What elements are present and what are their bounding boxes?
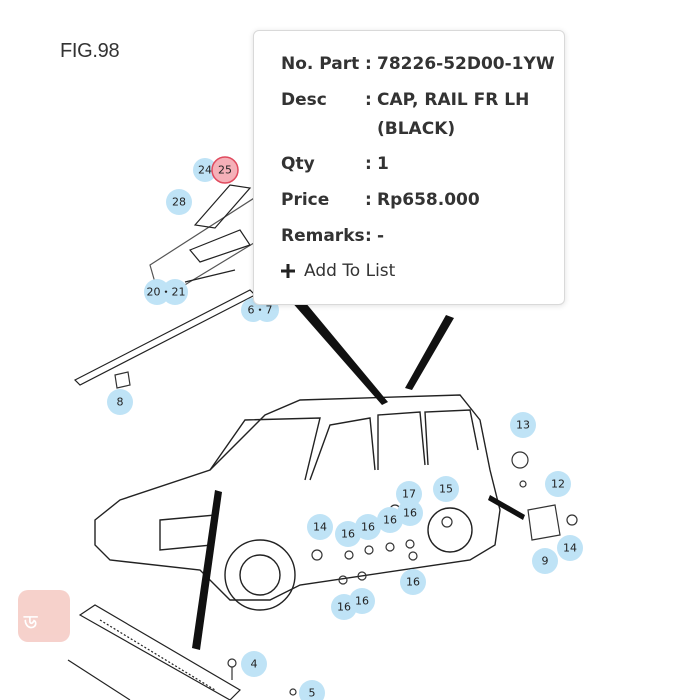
quantity-value: 1 [377, 154, 389, 174]
svg-text:25: 25 [218, 164, 232, 177]
separator: : [365, 90, 372, 110]
part-number-label: No. Part [281, 54, 360, 74]
car-body [94, 394, 501, 611]
svg-text:16: 16 [337, 601, 351, 614]
callout-20-21[interactable]: 20・21 [144, 279, 188, 305]
remarks-value: - [377, 226, 385, 246]
callout-24[interactable]: 24 [193, 158, 217, 182]
add-to-list-button[interactable]: Add To List [280, 261, 395, 281]
callout-15[interactable]: 15 [433, 476, 459, 502]
callout-12[interactable]: 12 [545, 471, 571, 497]
leader-lines [192, 296, 525, 650]
svg-text:16: 16 [341, 528, 355, 541]
separator: : [365, 154, 372, 174]
price-value: Rp658.000 [377, 190, 480, 210]
part-info-popup: No. Part : 78226-52D00-1YW Desc : CAP, R… [253, 30, 565, 305]
price-label: Price [281, 190, 330, 210]
small-parts [114, 371, 578, 696]
figure-title: FIG.98 [60, 40, 120, 62]
svg-text:16: 16 [383, 514, 397, 527]
callout-16[interactable]: 16 [349, 588, 375, 614]
svg-text:14: 14 [563, 542, 577, 555]
callout-28[interactable]: 28 [166, 189, 192, 215]
separator: : [365, 226, 372, 246]
remarks-label: Remarks [281, 226, 365, 246]
callout-25[interactable]: 25 [211, 156, 239, 184]
svg-text:16: 16 [355, 595, 369, 608]
cowl-panel [67, 604, 241, 700]
callout-16[interactable]: 16 [335, 521, 361, 547]
svg-text:16: 16 [403, 507, 417, 520]
svg-text:28: 28 [172, 196, 186, 209]
description-value: CAP, RAIL FR LH (BLACK) [377, 90, 530, 139]
callout-5[interactable]: 5 [299, 680, 325, 700]
plus-icon [281, 264, 295, 278]
description-label: Desc [281, 90, 327, 110]
svg-text:16: 16 [361, 521, 375, 534]
callout-8[interactable]: 8 [107, 389, 133, 415]
svg-text:15: 15 [439, 483, 453, 496]
quantity-label: Qty [281, 154, 315, 174]
part-number-value: 78226-52D00-1YW [377, 54, 555, 74]
app-badge-icon: ড [18, 590, 70, 642]
svg-text:14: 14 [313, 521, 327, 534]
svg-text:24: 24 [198, 164, 212, 177]
svg-text:16: 16 [406, 576, 420, 589]
svg-text:4: 4 [251, 658, 258, 671]
callout-14[interactable]: 14 [307, 514, 333, 540]
callout-9[interactable]: 9 [532, 548, 558, 574]
badge-glyph: ড [24, 612, 38, 633]
callout-13[interactable]: 13 [510, 412, 536, 438]
svg-text:20・21: 20・21 [147, 286, 186, 299]
svg-text:13: 13 [516, 419, 530, 432]
separator: : [365, 190, 372, 210]
add-to-list-label: Add To List [304, 261, 396, 281]
callout-16[interactable]: 16 [355, 514, 381, 540]
svg-text:17: 17 [402, 488, 416, 501]
svg-text:9: 9 [542, 555, 549, 568]
callout-4[interactable]: 4 [241, 651, 267, 677]
svg-text:8: 8 [117, 396, 124, 409]
svg-text:6・7: 6・7 [248, 304, 273, 317]
callout-17[interactable]: 17 [396, 481, 422, 507]
callout-14[interactable]: 14 [557, 535, 583, 561]
separator: : [365, 54, 372, 74]
svg-text:12: 12 [551, 478, 565, 491]
callout-16[interactable]: 16 [397, 500, 423, 526]
callout-16[interactable]: 16 [377, 507, 403, 533]
callout-16[interactable]: 16 [400, 569, 426, 595]
svg-text:5: 5 [309, 687, 316, 700]
